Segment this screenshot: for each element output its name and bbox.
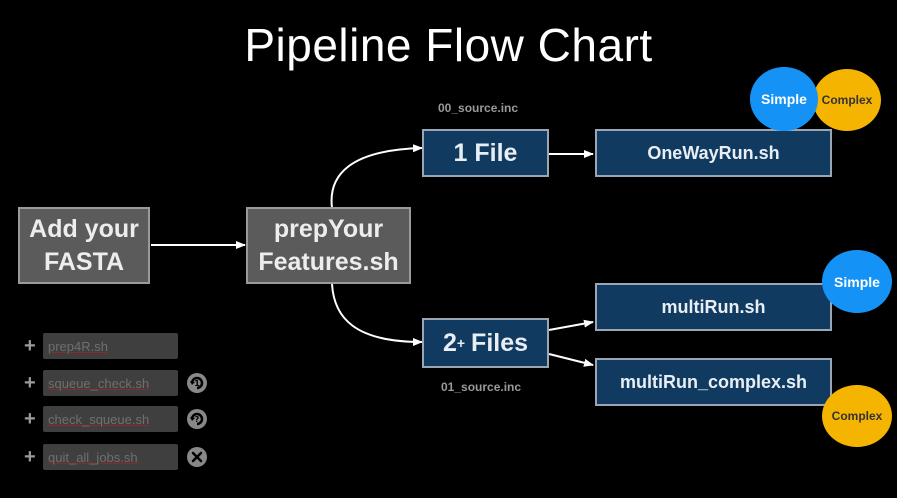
oneway-run-node: OneWayRun.sh	[595, 129, 832, 177]
svg-text:1: 1	[194, 379, 200, 388]
prep-features-node: prepYour Features.sh	[246, 207, 411, 284]
refresh-question-icon[interactable]: ?	[186, 408, 208, 430]
arrow-prep-to-one-file	[330, 144, 423, 209]
source-01-label: 01_source.inc	[441, 380, 522, 394]
utility-quit-all-jobs: + quit_all_jobs.sh	[24, 444, 208, 470]
two-files-node: 2+ Files	[422, 318, 549, 368]
simple-badge-multirun: Simple	[822, 250, 892, 313]
utility-check-squeue: + check_squeue.sh ?	[24, 406, 208, 432]
two-files-count: 2	[442, 328, 457, 357]
quit-all-jobs-button[interactable]: quit_all_jobs.sh	[43, 444, 178, 470]
plus-icon[interactable]: +	[24, 372, 36, 394]
two-files-word: Files	[471, 328, 529, 357]
simple-badge-oneway: Simple	[750, 67, 818, 131]
complex-badge-multirun: Complex	[822, 385, 892, 447]
source-00-label: 00_source.inc	[438, 101, 519, 115]
add-fasta-node: Add your FASTA	[18, 207, 150, 284]
page-title: Pipeline Flow Chart	[244, 19, 653, 71]
arrow-two-files-to-multirun-complex	[548, 353, 594, 367]
multirun-complex-node: multiRun_complex.sh	[595, 358, 832, 406]
complex-badge-oneway: Complex	[813, 69, 881, 131]
multirun-node: multiRun.sh	[595, 283, 832, 331]
arrow-prep-to-two-files	[331, 283, 423, 346]
refresh-1-icon[interactable]: 1	[186, 372, 208, 394]
one-file-node: 1 File	[422, 129, 549, 177]
check-squeue-button[interactable]: check_squeue.sh	[43, 406, 178, 432]
prep4r-button[interactable]: prep4R.sh	[43, 333, 178, 359]
svg-text:?: ?	[195, 415, 200, 424]
arrow-two-files-to-multirun	[548, 319, 594, 331]
squeue-check-button[interactable]: squeue_check.sh	[43, 370, 178, 396]
plus-icon[interactable]: +	[24, 335, 36, 357]
close-circle-icon[interactable]	[186, 446, 208, 468]
plus-icon[interactable]: +	[24, 408, 36, 430]
plus-icon[interactable]: +	[24, 446, 36, 468]
utility-squeue-check: + squeue_check.sh 1	[24, 370, 208, 396]
utility-prep4r: + prep4R.sh	[24, 333, 178, 359]
two-files-plus: +	[456, 335, 466, 351]
